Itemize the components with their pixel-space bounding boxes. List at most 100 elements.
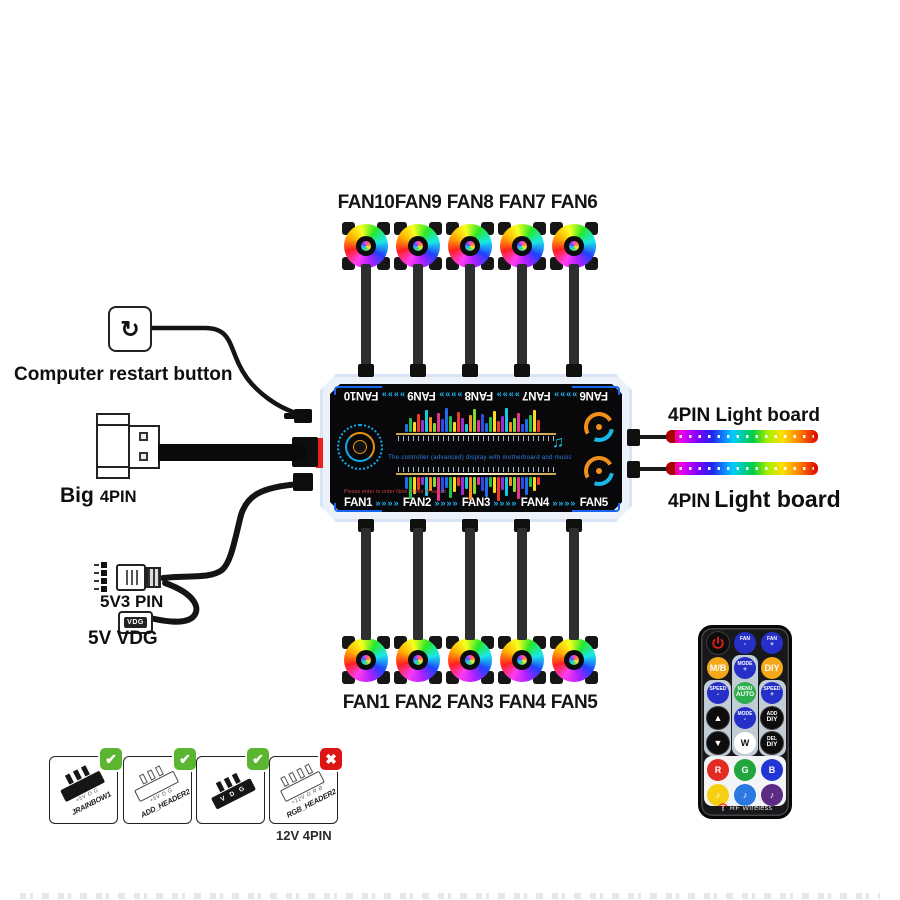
5v3pin-connector-ribbed-plug (146, 567, 161, 588)
fan-bottom-fan1 (342, 636, 390, 684)
equalizer-bar (477, 477, 480, 485)
equalizer-bar (417, 477, 420, 490)
button-label: + (770, 641, 774, 649)
compat-box-v-d-g: V D G✔ (196, 748, 269, 824)
equalizer-bar (457, 412, 460, 432)
spectrum-equalizer-top (405, 406, 551, 432)
button-label: + (770, 691, 774, 699)
equalizer-bar (497, 421, 500, 432)
big-4pin-label-word2: 4PIN (99, 488, 137, 506)
hub-center-text: The controller (advanced) display with m… (388, 455, 572, 461)
fan-port-tab (566, 364, 582, 377)
equalizer-bar (469, 415, 472, 432)
equalizer-bar (405, 477, 408, 489)
remote-brand-text: RF Wireless (729, 805, 773, 812)
equalizer-bar (413, 477, 416, 494)
equalizer-baseline (396, 433, 556, 435)
connector-pin (137, 773, 147, 785)
equalizer-bar (517, 413, 520, 432)
equalizer-bar (433, 477, 436, 487)
fan-cable (465, 264, 475, 368)
connector-pin (214, 780, 224, 793)
hub-port-fan4: FAN4 (520, 497, 550, 509)
fan-port-tab (358, 364, 374, 377)
equalizer-bar (537, 420, 540, 432)
fan-center (569, 655, 579, 665)
hub-corner-accent (572, 386, 620, 395)
button-label: ♪ (769, 789, 775, 800)
cross-badge: ✖ (320, 748, 342, 770)
fan-top-fan7-label: FAN7 (498, 192, 546, 213)
equalizer-bar (513, 477, 516, 492)
equalizer-ruler (398, 467, 554, 472)
compat-note-12v-4pin: 12V 4PIN (276, 828, 332, 843)
button-label: ADD (766, 711, 778, 718)
equalizer-bar (513, 418, 516, 432)
big-4pin-pin (139, 432, 148, 441)
equalizer-bar (473, 409, 476, 432)
fan-bottom-fan5 (550, 636, 598, 684)
fan-center (517, 241, 527, 251)
restart-cable (145, 325, 299, 416)
port-arrow: »»»» (552, 498, 577, 508)
equalizer-bar (493, 411, 496, 432)
light-board-bottom-label-word2: Light board (714, 486, 841, 512)
button-label: SPEED (709, 686, 727, 693)
equalizer-bar (521, 477, 524, 489)
button-label: - (743, 641, 747, 649)
button-label: MODE (737, 711, 753, 718)
mb-button: M/B (707, 657, 729, 679)
remote-button-row: ♪♪♪ (701, 784, 789, 806)
button-label: R (714, 764, 722, 775)
equalizer-bar (405, 424, 408, 432)
equalizer-bar (485, 423, 488, 432)
equalizer-bar (417, 414, 420, 432)
hub-port-fan9: FAN9 (407, 389, 436, 401)
green-button: G (734, 759, 756, 781)
button-label: W (740, 737, 750, 748)
equalizer-bar (525, 419, 528, 432)
port-arrow: »»»» (553, 390, 578, 400)
big-4pin-cable (158, 444, 306, 461)
equalizer-bar (473, 477, 476, 494)
hub-note-text: Please enter in order Note: Need to swit… (344, 489, 447, 495)
white-button: W (734, 732, 756, 754)
button-label: SPEED (763, 686, 781, 693)
equalizer-bar (409, 477, 412, 499)
fan-minus-button: FAN- (734, 632, 756, 654)
fan-bottom-fan3 (446, 636, 494, 684)
5v3pin-pins (94, 562, 107, 592)
antenna-icon (718, 803, 727, 811)
port-arrow: »»»» (380, 390, 405, 400)
button-label: ♪ (715, 789, 721, 800)
light-board-plug (627, 429, 640, 446)
connector-pin (79, 765, 89, 777)
connector-pin (295, 767, 305, 779)
fan-top-fan6-label: FAN6 (550, 192, 598, 213)
equalizer-bar (425, 410, 428, 432)
equalizer-bar (505, 477, 508, 496)
equalizer-bar (445, 477, 448, 488)
equalizer-bar (449, 477, 452, 498)
check-badge: ✔ (247, 748, 269, 770)
restart-plug-stub (284, 413, 296, 419)
equalizer-bar (441, 477, 444, 493)
vdg-cable (147, 580, 200, 625)
equalizer-bar (505, 408, 508, 432)
blue-button: B (761, 759, 783, 781)
sync-plug (293, 473, 313, 491)
equalizer-bar (485, 477, 488, 497)
button-label: - (743, 716, 747, 724)
port-arrow: »»»» (375, 498, 400, 508)
computer-restart-button: ↻ (108, 306, 152, 352)
equalizer-bar (529, 415, 532, 432)
restart-icon: ↻ (120, 315, 140, 342)
power-icon (712, 636, 724, 649)
hub-dial-bottom (584, 456, 614, 486)
